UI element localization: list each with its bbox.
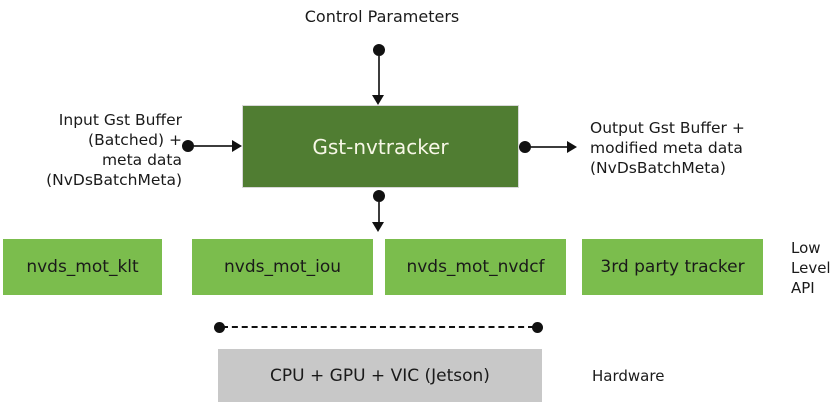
dashed-span-right-dot bbox=[532, 322, 543, 333]
tracker-box-nvdcf-label: nvds_mot_nvdcf bbox=[406, 257, 545, 277]
low-level-api-label-line: Level bbox=[791, 259, 831, 277]
tracker-box-3rd-party-label: 3rd party tracker bbox=[600, 257, 745, 277]
tracker-box-iou: nvds_mot_iou bbox=[192, 239, 373, 295]
hardware-box-label: CPU + GPU + VIC (Jetson) bbox=[270, 365, 490, 386]
tracker-box-klt: nvds_mot_klt bbox=[3, 239, 162, 295]
tracker-box-3rd-party: 3rd party tracker bbox=[582, 239, 763, 295]
control-arrow-line bbox=[378, 56, 380, 95]
lowlevel-arrow-dot bbox=[373, 190, 385, 202]
tracker-box-nvdcf: nvds_mot_nvdcf bbox=[385, 239, 566, 295]
low-level-api-label: Low Level API bbox=[791, 238, 839, 298]
lowlevel-arrow-line bbox=[378, 202, 380, 223]
output-arrow-line bbox=[531, 146, 567, 148]
output-buffer-note-line: Output Gst Buffer + bbox=[590, 119, 745, 137]
output-buffer-note-line: modified meta data bbox=[590, 139, 743, 157]
low-level-api-label-line: Low bbox=[791, 239, 821, 257]
output-buffer-note-line: (NvDsBatchMeta) bbox=[590, 159, 726, 177]
control-arrow-dot bbox=[373, 44, 385, 56]
low-level-api-label-line: API bbox=[791, 279, 815, 297]
control-arrow-head-icon bbox=[372, 95, 384, 105]
output-buffer-note: Output Gst Buffer + modified meta data (… bbox=[590, 118, 790, 178]
input-arrow-head-icon bbox=[232, 140, 242, 152]
input-buffer-note-line: (NvDsBatchMeta) bbox=[46, 171, 182, 189]
lowlevel-arrow-head-icon bbox=[372, 222, 384, 232]
output-arrow-dot bbox=[519, 141, 531, 153]
control-parameters-label: Control Parameters bbox=[304, 7, 460, 26]
hardware-side-label: Hardware bbox=[592, 367, 665, 385]
gst-nvtracker-box: Gst-nvtracker bbox=[242, 105, 519, 188]
hardware-box: CPU + GPU + VIC (Jetson) bbox=[218, 349, 542, 402]
input-arrow-line bbox=[194, 145, 232, 147]
dashed-span-line bbox=[222, 326, 534, 328]
tracker-box-klt-label: nvds_mot_klt bbox=[26, 257, 139, 277]
output-arrow-head-icon bbox=[567, 141, 577, 153]
input-buffer-note-line: Input Gst Buffer bbox=[58, 111, 182, 129]
dashed-span-left-dot bbox=[214, 322, 225, 333]
input-arrow-dot bbox=[182, 140, 194, 152]
input-buffer-note-line: (Batched) + bbox=[88, 131, 182, 149]
input-buffer-note: Input Gst Buffer (Batched) + meta data (… bbox=[20, 110, 182, 190]
tracker-box-iou-label: nvds_mot_iou bbox=[223, 257, 341, 277]
gst-nvtracker-box-label: Gst-nvtracker bbox=[312, 134, 449, 159]
input-buffer-note-line: meta data bbox=[101, 151, 182, 169]
